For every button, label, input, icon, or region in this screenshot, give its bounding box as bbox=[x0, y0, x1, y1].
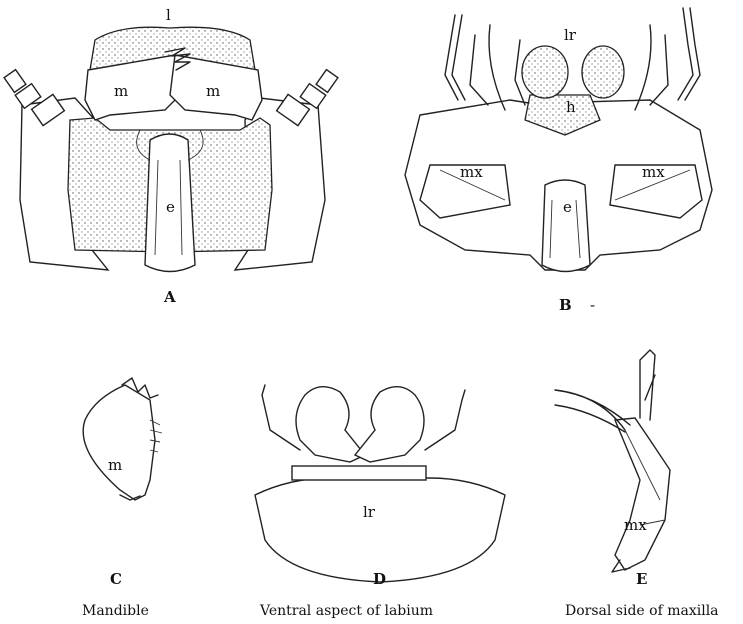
figure-d-caption: Ventral aspect of labium bbox=[260, 604, 433, 618]
figure-a-label-e: e bbox=[166, 200, 175, 215]
figure-b-dash: - bbox=[590, 298, 595, 313]
figure-e-maxilla bbox=[555, 350, 670, 572]
figure-a-head-ventral bbox=[4, 27, 338, 271]
figure-a-letter: A bbox=[164, 290, 176, 305]
figure-b-label-mx-right: mx bbox=[642, 165, 665, 180]
figure-b-label-mx-left: mx bbox=[460, 165, 483, 180]
figure-b-label-h: h bbox=[566, 100, 576, 115]
figure-d-letter: D bbox=[373, 572, 386, 587]
figure-d-label-lr: lr bbox=[363, 505, 375, 520]
figure-b-head-dorsal bbox=[405, 8, 712, 272]
figure-c-caption: Mandible bbox=[82, 604, 149, 618]
figure-b-label-lr: lr bbox=[564, 28, 576, 43]
figure-c-mandible bbox=[83, 378, 162, 500]
figure-a-label-l: l bbox=[166, 8, 171, 23]
figure-e-label-mx: mx bbox=[624, 518, 647, 533]
figure-a-label-m-left: m bbox=[114, 84, 128, 99]
figure-e-caption: Dorsal side of maxilla bbox=[565, 604, 719, 618]
figure-d-labium bbox=[255, 385, 505, 582]
figure-e-letter: E bbox=[636, 572, 647, 587]
figure-b-letter: B bbox=[559, 298, 572, 313]
figure-b-label-e: e bbox=[563, 200, 572, 215]
figure-a-label-m-right: m bbox=[206, 84, 220, 99]
figure-c-label-m: m bbox=[108, 458, 122, 473]
figure-c-letter: C bbox=[110, 572, 122, 587]
